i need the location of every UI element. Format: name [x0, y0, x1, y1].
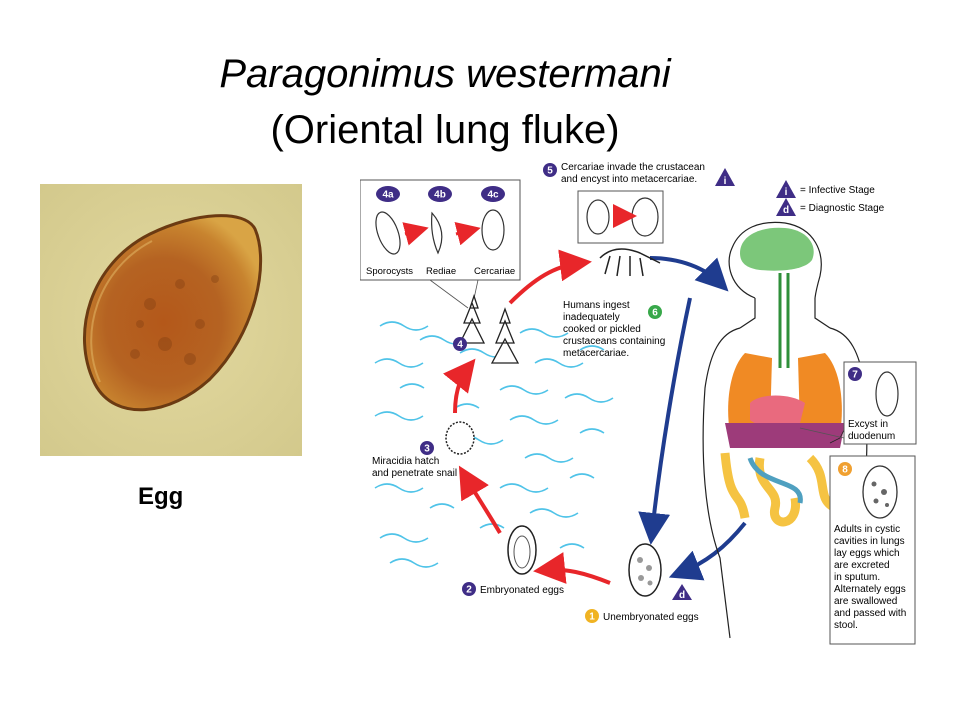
svg-text:4a: 4a	[382, 190, 394, 201]
sporocyst-drawing	[375, 211, 401, 255]
label-8-line3: lay eggs which	[834, 548, 900, 559]
badge-6: 6	[648, 305, 662, 319]
svg-text:3: 3	[424, 444, 430, 455]
label-8-line6: Alternately eggs	[834, 584, 906, 595]
label-8-line2: cavities in lungs	[834, 536, 905, 547]
svg-text:6: 6	[652, 308, 658, 319]
unembryonated-egg-drawing	[628, 543, 662, 597]
label-8-line8: and passed with	[834, 608, 906, 619]
snail-drawing	[458, 293, 486, 344]
label-6-line3: cooked or pickled	[563, 324, 641, 335]
badge-4: 4	[453, 337, 467, 351]
badge-4a: 4a	[376, 186, 400, 202]
arrow-3-to-4	[443, 358, 476, 414]
crustacean-drawing	[599, 248, 661, 277]
label-4c: Cercariae	[474, 266, 515, 277]
badge-8: 8	[838, 462, 852, 476]
label-7-line2: duodenum	[848, 431, 895, 442]
badge-4b: 4b	[428, 186, 452, 202]
label-3-line1: Miracidia hatch	[372, 456, 439, 467]
arrow-4-to-5	[508, 249, 592, 305]
lungs-right	[798, 353, 842, 439]
label-3-line2: and penetrate snail	[372, 468, 457, 479]
arrow-1-to-2	[533, 552, 611, 585]
svg-text:8: 8	[842, 465, 848, 476]
svg-text:i: i	[724, 176, 727, 187]
svg-text:4b: 4b	[434, 190, 446, 201]
miracidium-drawing	[445, 421, 475, 455]
svg-text:i: i	[785, 187, 788, 198]
badge-5: 5	[543, 163, 557, 177]
embryonated-egg-drawing	[507, 525, 537, 575]
life-cycle-diagram: 4a 4b 4c Sporocysts Rediae Cercariae 4 3…	[360, 162, 917, 645]
svg-text:7: 7	[852, 370, 858, 381]
label-2: Embryonated eggs	[480, 585, 564, 596]
arrow-2-to-3	[458, 465, 502, 535]
label-1: Unembryonated eggs	[603, 612, 699, 623]
badge-7: 7	[848, 367, 862, 381]
svg-text:5: 5	[547, 166, 553, 177]
badge-3: 3	[420, 441, 434, 455]
svg-text:= Diagnostic Stage: = Diagnostic Stage	[800, 203, 885, 214]
intestines	[720, 452, 838, 527]
label-6-line1: Humans ingest	[563, 300, 630, 311]
human-body	[702, 221, 868, 639]
rediae-drawing	[431, 211, 443, 255]
label-8-line4: are excreted	[834, 560, 890, 571]
esophagus	[778, 273, 790, 368]
egg-caption: Egg	[138, 483, 184, 510]
brain	[740, 227, 814, 271]
svg-text:d: d	[679, 590, 685, 601]
arrow-5-to-human	[649, 256, 729, 292]
label-8-line7: are swallowed	[834, 596, 897, 607]
label-6-line2: inadequately	[563, 312, 620, 323]
badge-1: 1	[585, 609, 599, 623]
diagnostic-marker-1: d	[672, 584, 692, 601]
svg-text:= Infective Stage: = Infective Stage	[800, 185, 875, 196]
liver	[750, 395, 805, 428]
label-8-line1: Adults in cystic	[834, 524, 900, 535]
label-5-line1: Cercariae invade the crustacean	[561, 162, 705, 173]
svg-text:d: d	[783, 205, 789, 216]
title-common-name: (Oriental lung fluke)	[270, 108, 620, 152]
legend-infective: i = Infective Stage	[776, 180, 875, 198]
water-waves	[374, 321, 614, 568]
badge-2: 2	[462, 582, 476, 596]
svg-text:2: 2	[466, 585, 472, 596]
label-4a: Sporocysts	[366, 266, 413, 277]
egg-photo	[40, 184, 302, 456]
title-species: Paragonimus westermani	[219, 52, 671, 96]
cercariae-drawing	[481, 209, 505, 251]
label-5-line2: and encyst into metacercariae.	[561, 174, 697, 185]
label-7-line1: Excyst in	[848, 419, 888, 430]
infective-marker-5: i	[715, 168, 735, 187]
arrow-human-to-eggs	[638, 297, 692, 545]
label-8-line9: stool.	[834, 620, 858, 631]
label-6-line5: metacercariae.	[563, 348, 629, 359]
label-4b: Rediae	[426, 266, 456, 277]
label-6-line4: crustaceans containing	[563, 336, 665, 347]
arrow-stool-to-eggs	[668, 521, 747, 581]
stomach	[725, 423, 845, 448]
svg-text:1: 1	[589, 612, 595, 623]
svg-text:4: 4	[457, 340, 463, 351]
badge-4c: 4c	[481, 186, 505, 202]
svg-text:4c: 4c	[487, 190, 499, 201]
legend-diagnostic: d = Diagnostic Stage	[776, 198, 885, 216]
label-8-line5: in sputum.	[834, 572, 880, 583]
